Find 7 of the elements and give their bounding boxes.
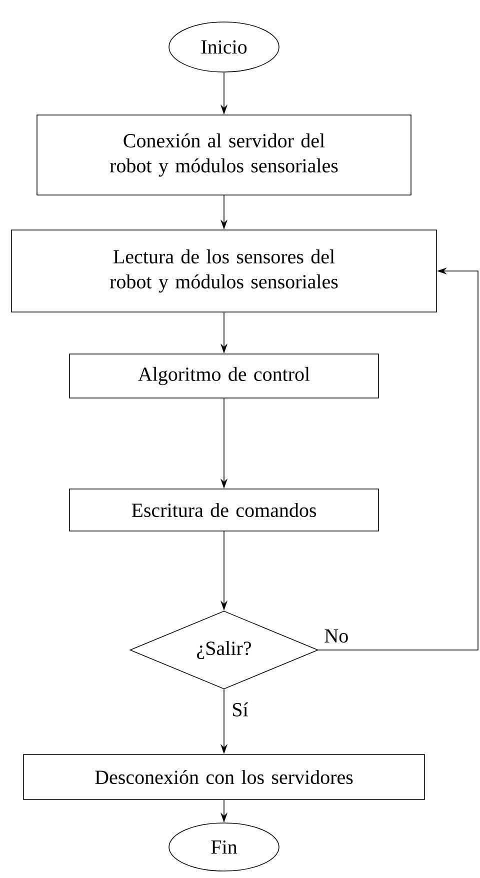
process-box: Desconexión con los servidores	[23, 754, 425, 800]
process-box: Escritura de comandos	[69, 488, 379, 532]
process-box: Lectura de los sensores del robot y módulos sensoriales	[11, 230, 437, 312]
edge-label: No	[323, 628, 350, 644]
process-box: Conexión al servidor del robot y módulos sensoriales	[36, 114, 412, 196]
edge-label: Sí	[230, 701, 250, 718]
process-box: Algoritmo de control	[69, 354, 379, 398]
